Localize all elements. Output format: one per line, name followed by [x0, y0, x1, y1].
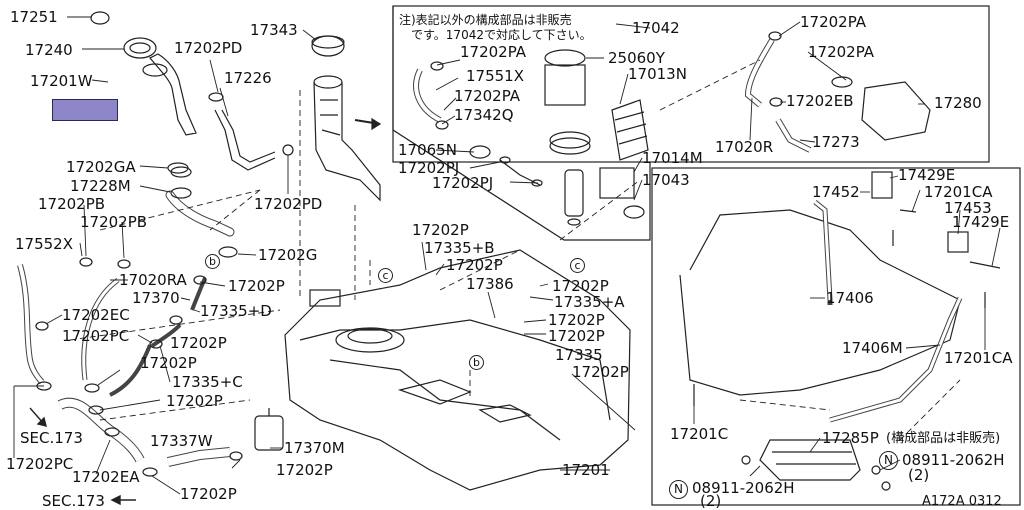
label-17202p[interactable]: 17202P	[548, 327, 605, 345]
gasket-17240	[123, 37, 157, 59]
label-17202pa[interactable]: 17202PA	[460, 43, 527, 61]
label-17202p[interactable]: 17202P	[140, 354, 197, 372]
label-17202pj[interactable]: 17202PJ	[432, 174, 494, 192]
label-17201w[interactable]: 17201W	[30, 72, 93, 90]
label-17343[interactable]: 17343	[250, 21, 298, 39]
label-17202p[interactable]: 17202P	[548, 311, 605, 329]
label-17202p[interactable]: 17202P	[276, 461, 333, 479]
label-17202ec[interactable]: 17202EC	[62, 306, 130, 324]
inset-note-line1: 注)表記以外の構成部品は非販売	[399, 13, 572, 27]
label-17202pd[interactable]: 17202PD	[174, 39, 243, 57]
callout-c: c	[570, 258, 585, 273]
label-17406[interactable]: 17406	[826, 289, 874, 307]
inset-note-line2: です。17042で対応して下さい。	[411, 28, 592, 42]
label-qty: (2)	[700, 492, 722, 510]
label-17202p[interactable]: 17202P	[166, 392, 223, 410]
label-sec173[interactable]: SEC.173	[42, 492, 105, 510]
callout-c: c	[378, 268, 393, 283]
pump-inset-frame-lower	[392, 6, 651, 241]
label-08911-2062h[interactable]: 08911-2062H	[692, 479, 795, 497]
label-17202pb[interactable]: 17202PB	[38, 195, 106, 213]
n-mark-icon: N	[879, 451, 898, 470]
protector-17285p	[759, 439, 861, 481]
label-17285p-note: (構成部品は非販売)	[886, 431, 1001, 446]
label-sec173[interactable]: SEC.173	[20, 429, 83, 447]
label-17370[interactable]: 17370	[132, 289, 180, 307]
filler-neck-17226	[149, 53, 197, 136]
label-25060y[interactable]: 25060Y	[608, 49, 665, 67]
label-17370m[interactable]: 17370M	[284, 439, 345, 457]
label-17406m[interactable]: 17406M	[842, 339, 903, 357]
label-17043[interactable]: 17043	[642, 171, 690, 189]
label-17240[interactable]: 17240	[25, 41, 73, 59]
label-17202pc[interactable]: 17202PC	[6, 455, 74, 473]
label-17452[interactable]: 17452	[812, 183, 860, 201]
label-17335[interactable]: 17335	[555, 346, 603, 364]
label-17042[interactable]: 17042	[632, 19, 680, 37]
label-17251[interactable]: 17251	[10, 8, 58, 26]
label-17285p[interactable]: 17285P	[822, 429, 879, 447]
label-08911-2062h[interactable]: 08911-2062H	[902, 451, 1005, 469]
label-17020r[interactable]: 17020R	[715, 138, 774, 156]
label-17202p[interactable]: 17202P	[170, 334, 227, 352]
label-17552x[interactable]: 17552X	[15, 235, 73, 253]
filler-cap-17251	[90, 11, 110, 25]
label-17337w[interactable]: 17337W	[150, 432, 213, 450]
label-17551x[interactable]: 17551X	[466, 67, 524, 85]
callout-b: b	[469, 355, 484, 370]
label-17202pd[interactable]: 17202PD	[254, 195, 323, 213]
label-17280[interactable]: 17280	[934, 94, 982, 112]
label-17202pj[interactable]: 17202PJ	[398, 159, 460, 177]
label-17202pc[interactable]: 17202PC	[62, 327, 130, 345]
label-17386[interactable]: 17386	[466, 275, 514, 293]
label-17335d[interactable]: 17335+D	[200, 302, 272, 320]
label-17202ea[interactable]: 17202EA	[72, 468, 140, 486]
label-17202p[interactable]: 17202P	[552, 277, 609, 295]
label-17202pb[interactable]: 17202PB	[80, 213, 148, 231]
label-17065n[interactable]: 17065N	[398, 141, 457, 159]
highlighted-part-marker	[52, 99, 118, 121]
bracket-inset-frame	[651, 167, 1021, 506]
label-17202p[interactable]: 17202P	[228, 277, 285, 295]
label-17202p[interactable]: 17202P	[412, 221, 469, 239]
label-qty: (2)	[908, 466, 930, 484]
label-17429e[interactable]: 17429E	[952, 213, 1010, 231]
label-17201c[interactable]: 17201C	[670, 425, 729, 443]
label-17014m[interactable]: 17014M	[642, 149, 703, 167]
label-17201[interactable]: 17201	[562, 461, 610, 479]
label-17342q[interactable]: 17342Q	[454, 106, 514, 124]
label-17453[interactable]: 17453	[944, 199, 992, 217]
label-17228m[interactable]: 17228M	[70, 177, 131, 195]
label-17226[interactable]: 17226	[224, 69, 272, 87]
label-17202pa[interactable]: 17202PA	[808, 43, 875, 61]
label-17335c[interactable]: 17335+C	[172, 373, 243, 391]
label-17335a[interactable]: 17335+A	[554, 293, 625, 311]
label-17202p[interactable]: 17202P	[572, 363, 629, 381]
label-17202p[interactable]: 17202P	[180, 485, 237, 503]
label-17429e[interactable]: 17429E	[898, 166, 956, 184]
label-17202ga[interactable]: 17202GA	[66, 158, 136, 176]
label-17273[interactable]: 17273	[812, 133, 860, 151]
n-mark-icon: N	[669, 480, 688, 499]
canister-17280	[861, 81, 931, 141]
label-17202pa[interactable]: 17202PA	[454, 87, 521, 105]
callout-b: b	[205, 254, 220, 269]
label-17335b[interactable]: 17335+B	[424, 239, 495, 257]
diagram-code: A172A 0312	[922, 494, 1002, 509]
fuel-tank-17201	[284, 249, 631, 491]
label-17020ra[interactable]: 17020RA	[119, 271, 187, 289]
label-17202pa[interactable]: 17202PA	[800, 13, 867, 31]
label-17202eb[interactable]: 17202EB	[786, 92, 854, 110]
label-17201ca[interactable]: 17201CA	[924, 183, 993, 201]
label-17202p[interactable]: 17202P	[446, 256, 503, 274]
label-17201ca[interactable]: 17201CA	[944, 349, 1013, 367]
label-17202g[interactable]: 17202G	[258, 246, 318, 264]
label-17013n[interactable]: 17013N	[628, 65, 687, 83]
